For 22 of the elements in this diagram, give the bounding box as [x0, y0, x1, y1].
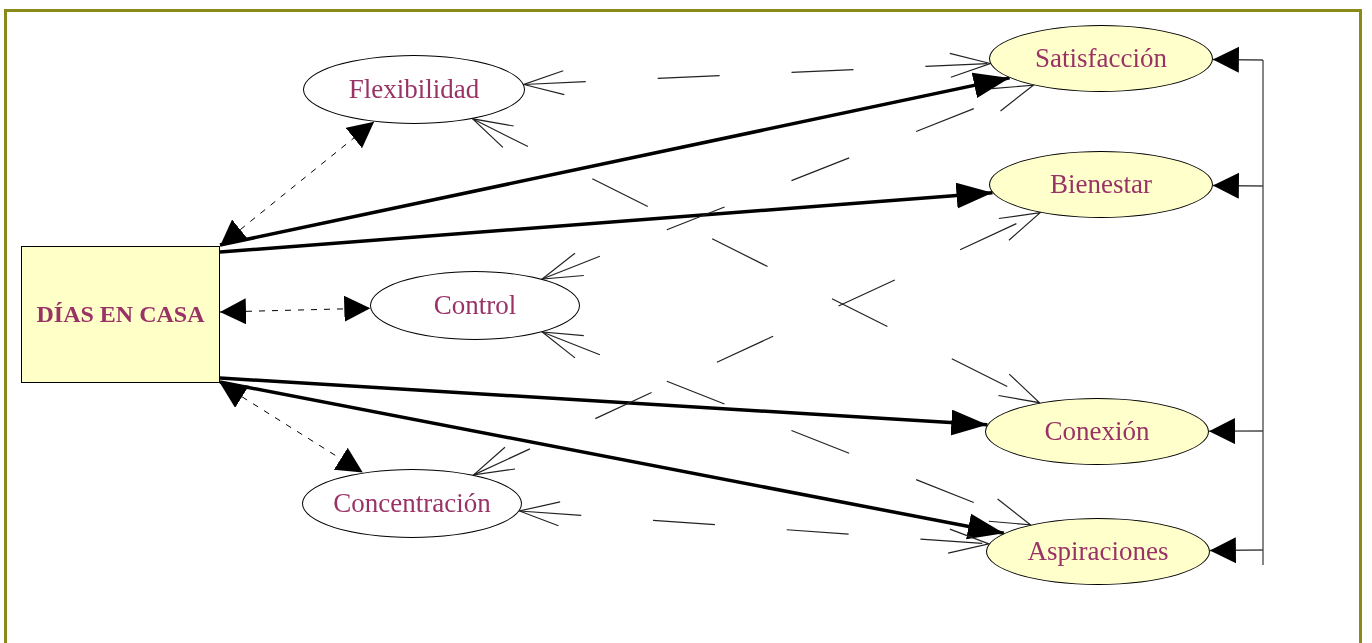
node-label: Bienestar: [1050, 169, 1152, 200]
arrow: [1212, 46, 1264, 73]
arrow: [1208, 418, 1264, 445]
node-label: Satisfacción: [1035, 43, 1167, 74]
arrow: [518, 501, 990, 554]
bracket-line: [1262, 59, 1264, 566]
arrow: [1212, 172, 1264, 199]
node-label: Flexibilidad: [348, 74, 480, 105]
arrow: [219, 295, 371, 325]
arrow: [1209, 537, 1264, 564]
arrow: [219, 182, 993, 254]
arrow: [219, 380, 1005, 540]
node-label: Control: [433, 290, 517, 321]
arrow: [219, 72, 1010, 247]
node-label: Aspiraciones: [1027, 536, 1169, 567]
node-label: Conexión: [1044, 416, 1150, 447]
arrow: [219, 382, 364, 474]
node-label: Concentración: [333, 488, 491, 519]
node-label: DÍAS EN CASA: [36, 301, 205, 328]
arrow: [523, 52, 991, 96]
rectangle-node: [21, 246, 220, 383]
arrow: [219, 376, 988, 436]
